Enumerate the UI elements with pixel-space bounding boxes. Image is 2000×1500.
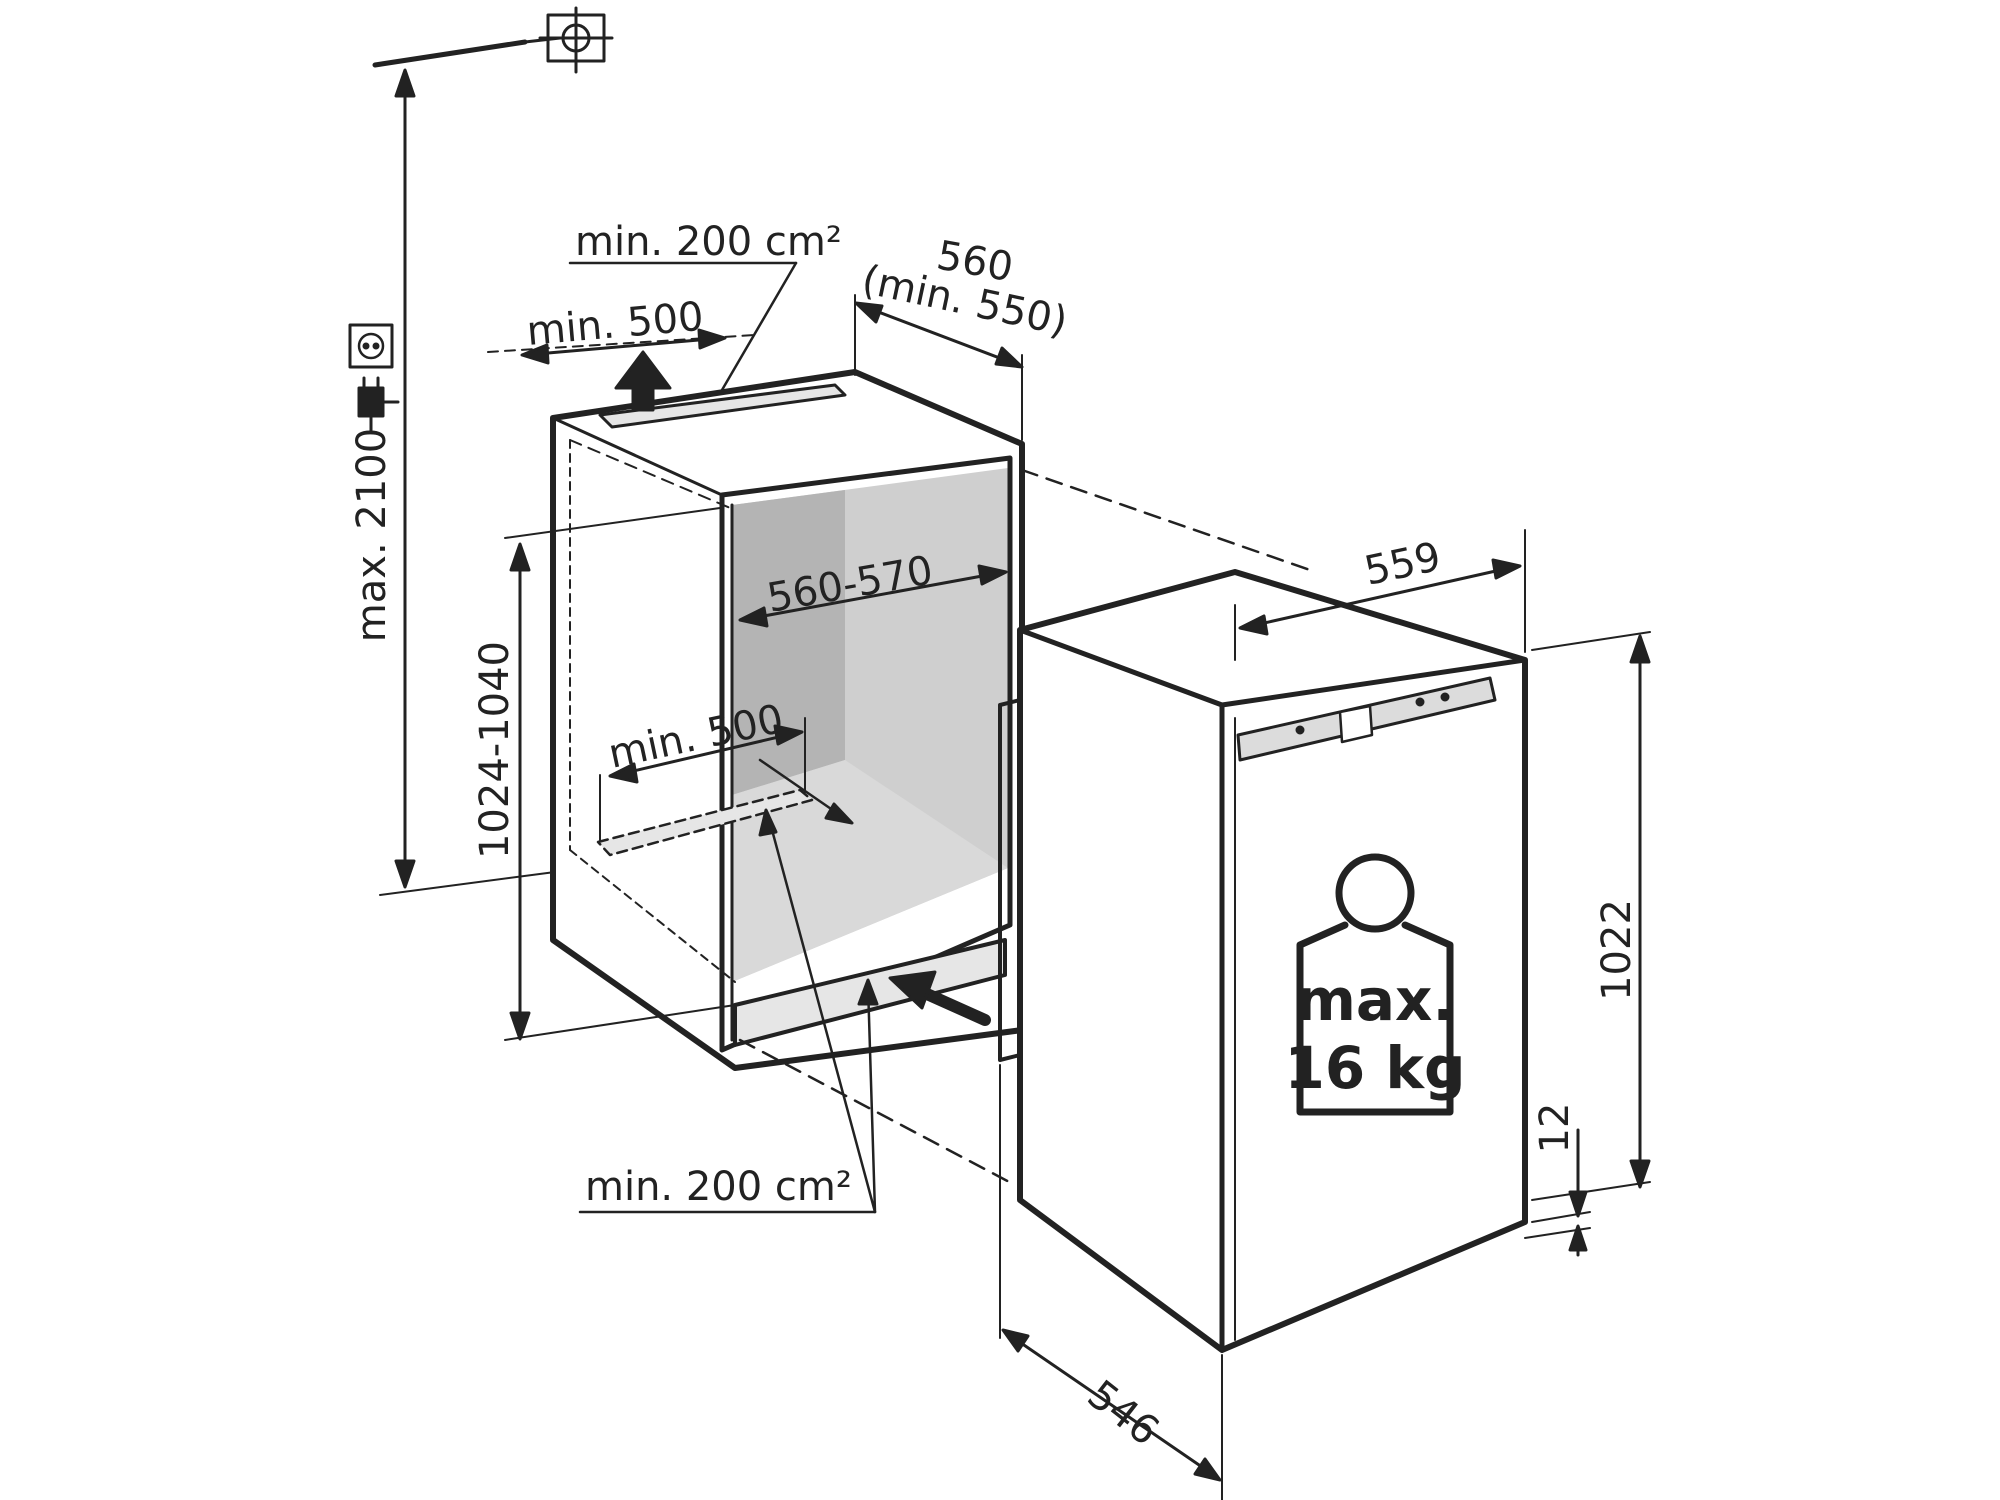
bottom-vent-length-dimension [599,717,854,841]
appliance-height-label: 1022 [1594,899,1640,1001]
plinth-offset-label: 12 [1532,1103,1578,1154]
power-socket-icon [348,323,394,369]
niche-height-dimension [504,507,736,1041]
niche-cavity [550,369,1025,1071]
top-vent-leader-arrow [720,261,798,392]
max-height-label: max. 2100 [349,428,395,642]
niche-height-label: 1024-1040 [472,641,518,859]
niche-depth-dimension [854,294,1024,441]
projection-lines [738,468,1312,1187]
appliance-depth-dimension [999,1064,1223,1500]
top-vent-area-label: min. 200 cm² [575,219,842,265]
appliance-width-dimension [1234,529,1526,661]
plinth-offset-dimension [1524,1128,1591,1257]
weight-icon [1296,853,1454,1116]
appliance-depth-label: 546 [1079,1372,1167,1455]
appliance-body [998,569,1528,1353]
bottom-vent-leader [578,808,879,1214]
bottom-vent-area-label: min. 200 cm² [585,1164,852,1210]
top-vent-length-label: min. 500 [525,294,706,355]
arrow-up-icon [614,350,672,412]
weight-line1-label: max. [1295,966,1454,1034]
weight-line2-label: 16 kg [1285,1034,1466,1102]
max-height-dimension [379,68,556,896]
appliance-height-dimension [1531,631,1651,1201]
arrow-in-icon [888,970,991,1026]
top-vent-length-dimension [487,328,756,365]
mounting-cross-icon [538,6,614,74]
power-plug-icon [357,376,400,434]
ceiling-line [372,36,562,68]
niche-width-dimension [738,564,1008,628]
